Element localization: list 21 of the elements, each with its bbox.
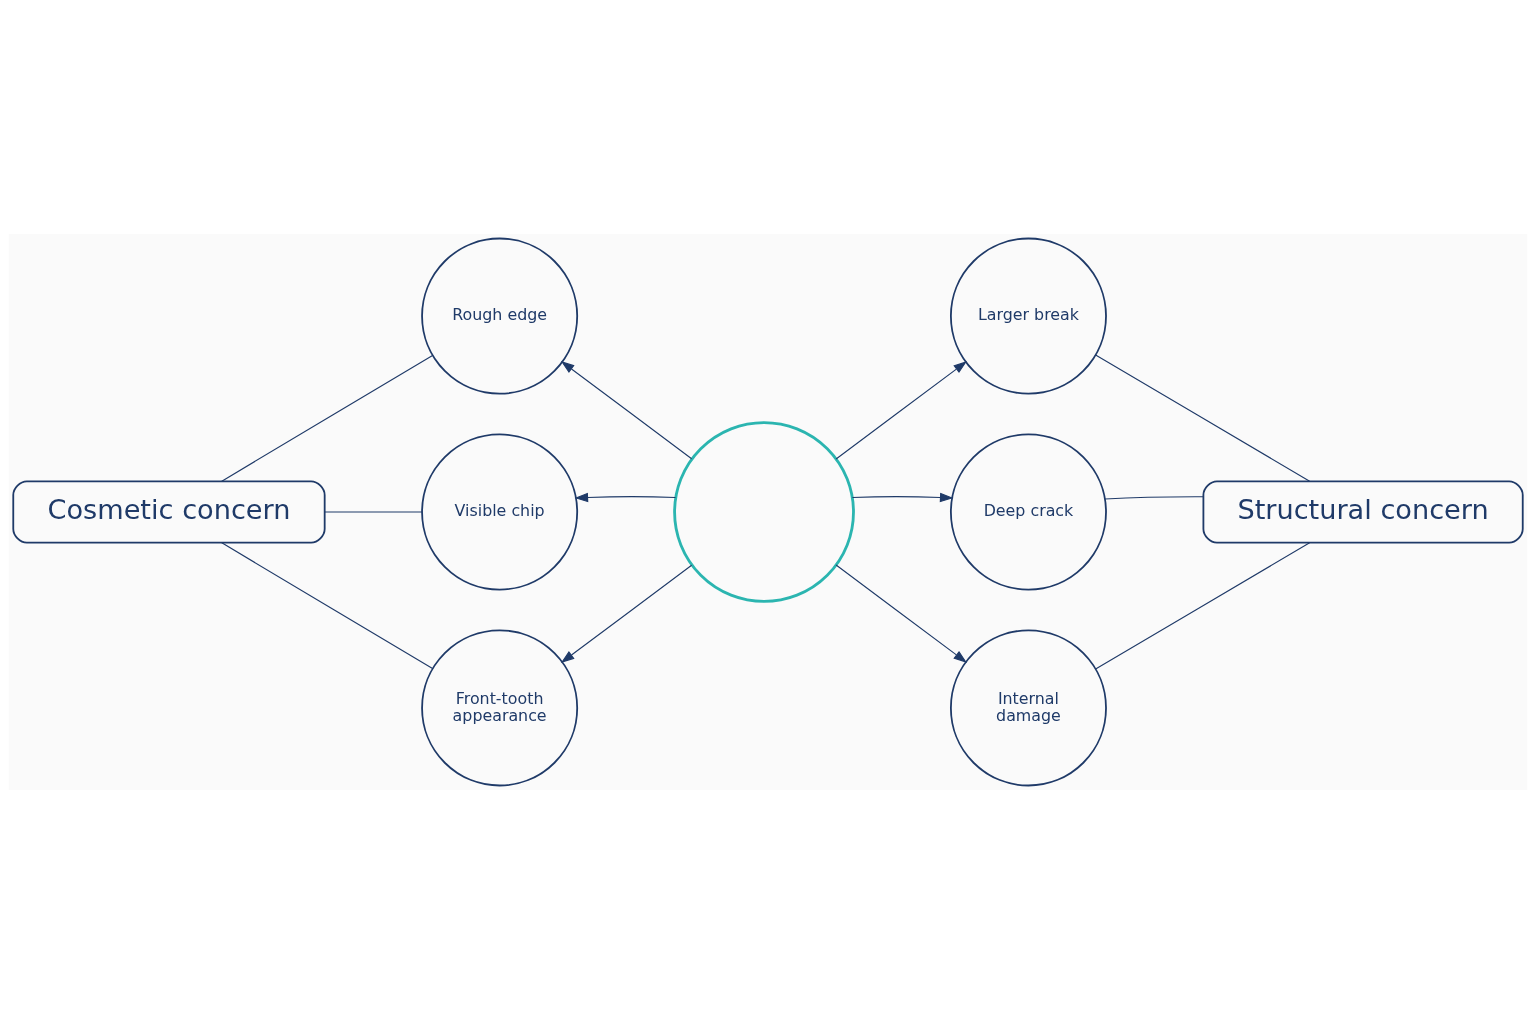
connector	[220, 542, 434, 670]
node-circle	[673, 421, 855, 603]
connector	[324, 511, 423, 513]
node-circle: Internal damage	[949, 629, 1107, 787]
arrow	[560, 564, 693, 663]
arrow	[560, 361, 693, 460]
connector	[1095, 354, 1311, 482]
arrow	[851, 492, 954, 503]
arrow	[835, 361, 968, 460]
node-circle: Front-tooth appearance	[421, 629, 579, 787]
connector	[1104, 496, 1204, 500]
node-circle: Deep crack	[949, 433, 1107, 591]
node-circle: Visible chip	[421, 433, 579, 591]
connector	[220, 354, 434, 482]
connector	[1095, 542, 1311, 670]
node-box: Structural concern	[1202, 480, 1524, 544]
arrow	[835, 564, 968, 663]
node-circle: Larger break	[949, 237, 1107, 395]
node-box: Cosmetic concern	[12, 480, 326, 544]
node-circle: Rough edge	[421, 237, 579, 395]
arrow	[574, 492, 677, 503]
